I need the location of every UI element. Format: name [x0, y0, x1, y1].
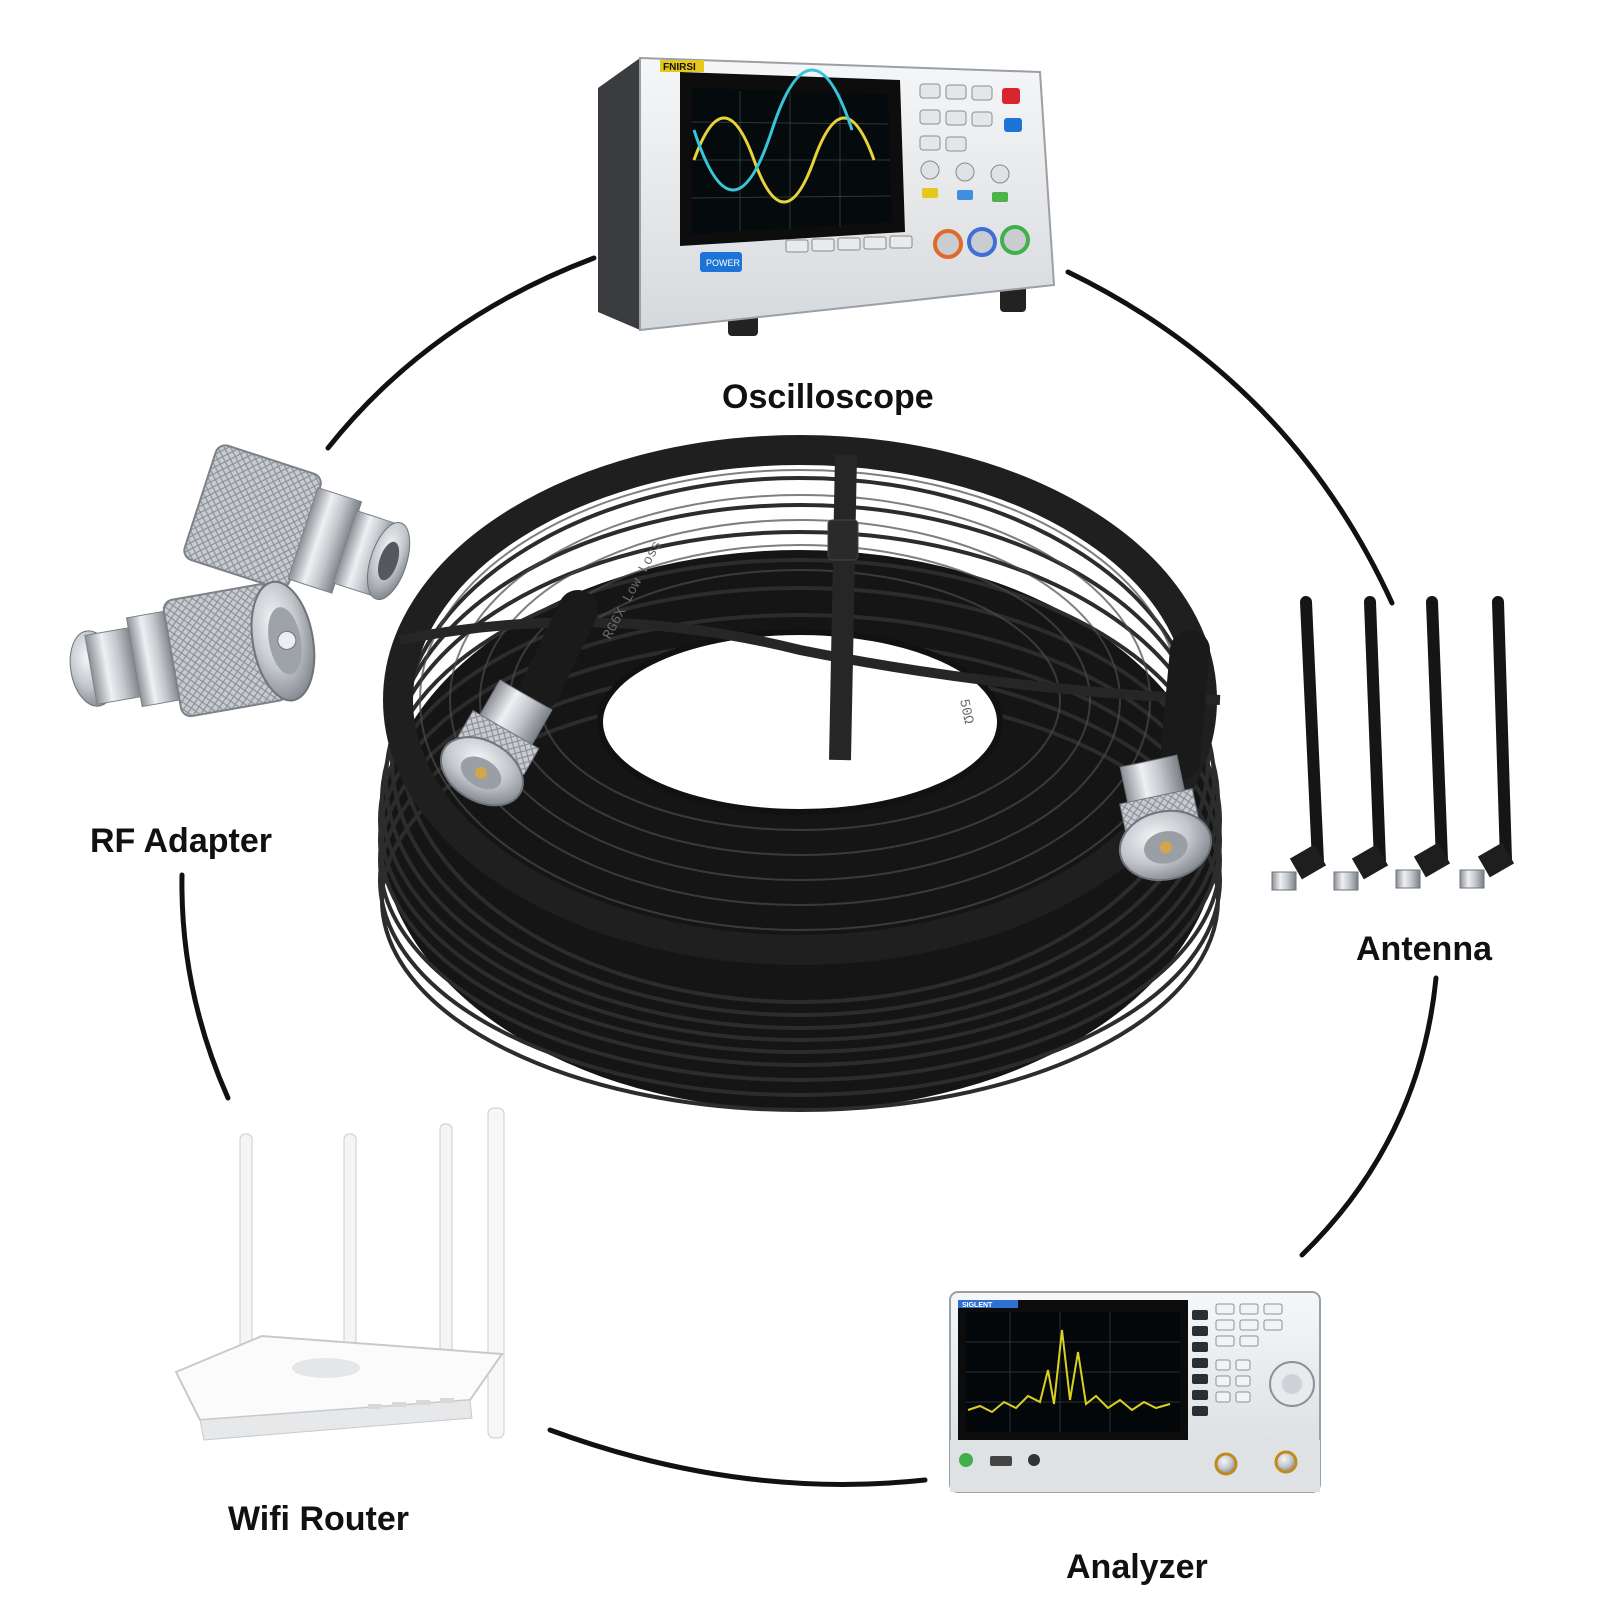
analyzer-image: SIGLENT [949, 1291, 1321, 1493]
scope-input-ch2 [967, 227, 997, 257]
ring-arc-scope-to-antenna [1065, 269, 1395, 606]
ring-arc-adapter-to-router [179, 872, 231, 1101]
cable-print-impedance: 50Ω [955, 698, 976, 726]
scope-input-ch1 [933, 229, 963, 259]
oscilloscope-power-button [700, 252, 742, 272]
ring-arc-router-to-analyzer [547, 1427, 928, 1487]
rf-adapter-image [69, 444, 411, 718]
ring-arc-scope-to-adapter [325, 255, 597, 451]
label-oscilloscope: Oscilloscope [722, 378, 934, 416]
analyzer-brand: SIGLENT [962, 1302, 993, 1309]
label-analyzer: Analyzer [1066, 1548, 1208, 1586]
scope-trace-yellow [692, 116, 876, 204]
zip-tie-top [829, 454, 857, 761]
scope-trace-cyan [692, 68, 854, 192]
bnc-connector-right [1118, 754, 1212, 882]
label-wifi-router: Wifi Router [228, 1500, 410, 1538]
zip-tie-side [399, 617, 1221, 705]
wifi-router-image [174, 1107, 505, 1441]
oscilloscope-power-label: POWER [706, 258, 741, 268]
coil-center-hole [597, 629, 1003, 815]
oscilloscope-brand: FNIRSI [663, 62, 696, 73]
oscilloscope-image: FNIRSI POWER [598, 56, 1056, 336]
coax-cable-coil: RG6X Low Loss 50Ω [378, 435, 1222, 1112]
antenna-image [1271, 596, 1515, 891]
label-antenna: Antenna [1356, 930, 1492, 968]
scope-input-ch3 [1000, 225, 1030, 255]
ring-arc-antenna-to-analyzer [1299, 975, 1439, 1258]
connection-ring [179, 255, 1439, 1487]
bnc-connector-left [440, 679, 553, 807]
spectrum-trace [967, 1329, 1171, 1414]
label-rf-adapter: RF Adapter [90, 822, 272, 860]
